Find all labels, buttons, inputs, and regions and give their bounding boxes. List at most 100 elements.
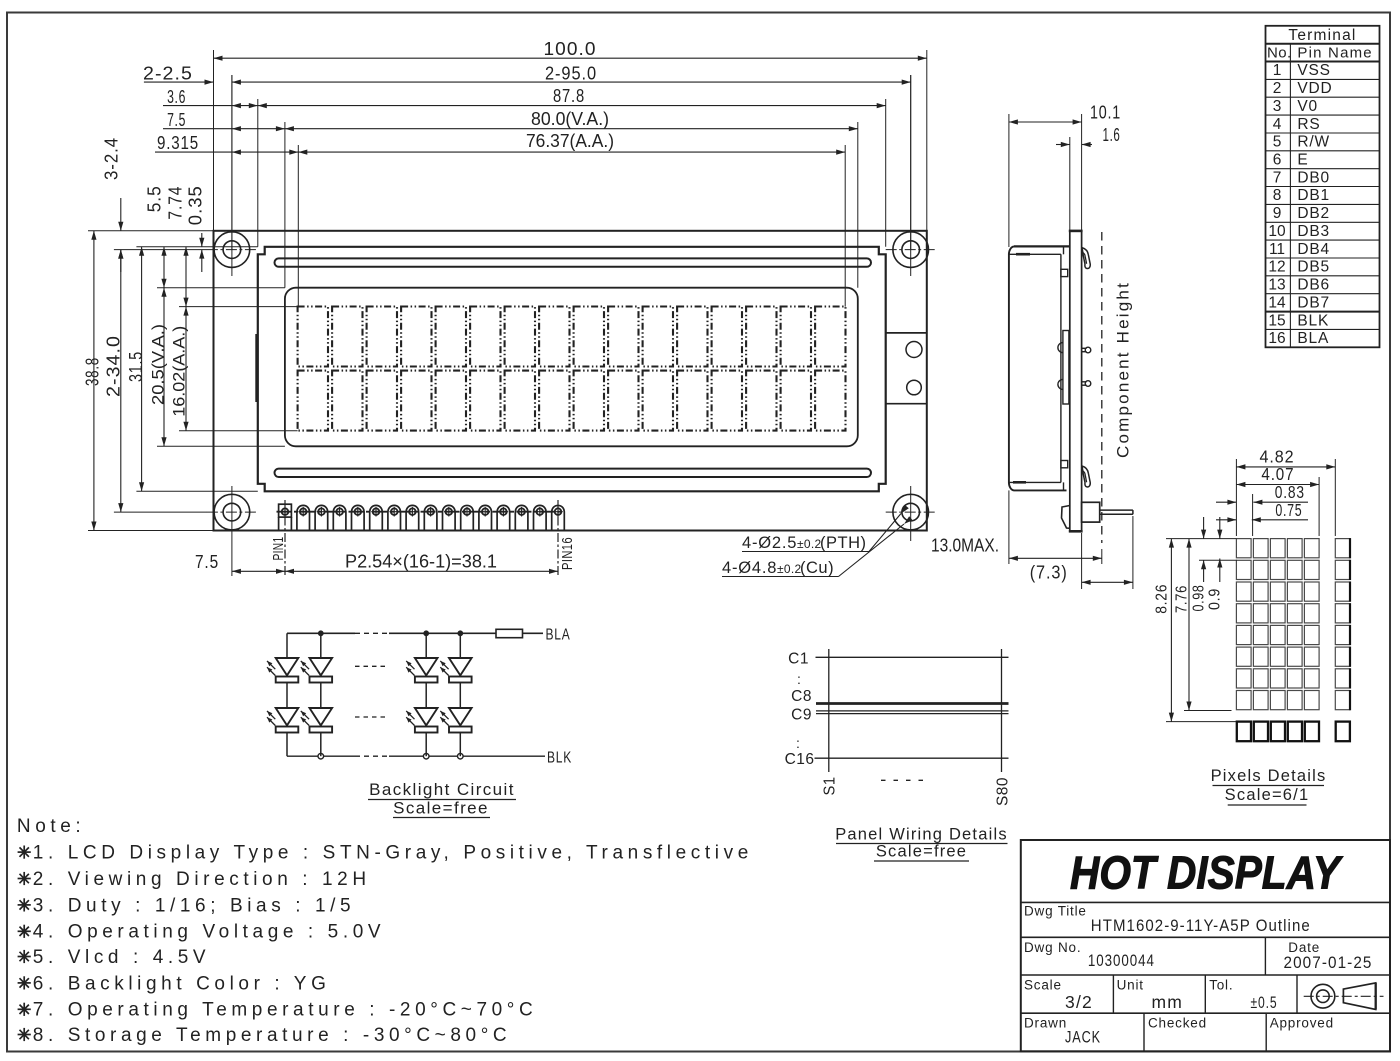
svg-text:C1: C1 <box>788 650 809 667</box>
svg-text:Pixels Details: Pixels Details <box>1211 767 1327 785</box>
svg-text:9: 9 <box>1273 205 1282 222</box>
svg-text:7. Operating Temperature : -20: 7. Operating Temperature : -20°C~70°C <box>33 1000 538 1021</box>
svg-text:31.5: 31.5 <box>126 351 146 382</box>
svg-text:DB0: DB0 <box>1297 169 1330 186</box>
svg-text:2007-01-25: 2007-01-25 <box>1284 953 1373 972</box>
svg-text::: : <box>796 735 801 751</box>
svg-text:Scale=6/1: Scale=6/1 <box>1225 786 1310 804</box>
svg-text:76.37(A.A.): 76.37(A.A.) <box>526 131 614 151</box>
svg-text::: : <box>797 671 802 687</box>
svg-text:BLA: BLA <box>1297 330 1329 347</box>
svg-text:No.: No. <box>1267 44 1292 61</box>
svg-text:16: 16 <box>1268 330 1285 347</box>
svg-text:Panel Wiring Details: Panel Wiring Details <box>835 826 1008 844</box>
svg-text:8.26: 8.26 <box>1154 584 1171 614</box>
svg-text:7: 7 <box>1273 169 1282 186</box>
svg-text:1. LCD Display Type : STN-Gray: 1. LCD Display Type : STN-Gray, Positive… <box>33 843 753 864</box>
svg-text:mm: mm <box>1152 992 1184 1012</box>
svg-text:7.74: 7.74 <box>166 186 186 220</box>
svg-text:C8: C8 <box>791 688 812 705</box>
svg-text:4: 4 <box>1273 116 1282 133</box>
svg-text:4-Ø4.8: 4-Ø4.8 <box>722 559 777 577</box>
svg-text:Scale=free: Scale=free <box>393 799 489 818</box>
svg-text:0.9: 0.9 <box>1207 588 1224 610</box>
svg-text:BLK: BLK <box>1297 312 1329 329</box>
svg-text:20.5(V.A.): 20.5(V.A.) <box>149 324 168 405</box>
svg-text:5.5: 5.5 <box>145 185 165 212</box>
svg-text:Checked: Checked <box>1148 1016 1207 1031</box>
svg-text:Dwg No.: Dwg No. <box>1024 940 1081 955</box>
svg-text:R/W: R/W <box>1297 134 1330 151</box>
svg-text:8: 8 <box>1273 187 1282 204</box>
svg-text:3: 3 <box>1273 98 1282 115</box>
svg-text:C16: C16 <box>785 751 815 768</box>
svg-text:3.6: 3.6 <box>167 87 186 107</box>
svg-text:9.315: 9.315 <box>157 133 199 153</box>
svg-text:Terminal: Terminal <box>1288 27 1356 44</box>
svg-text:3. Duty : 1/16; Bias : 1/5: 3. Duty : 1/16; Bias : 1/5 <box>33 895 355 916</box>
svg-text:PIN16: PIN16 <box>560 537 576 570</box>
svg-text:Component Height: Component Height <box>1114 281 1133 458</box>
svg-text:2. Viewing Direction : 12H: 2. Viewing Direction : 12H <box>33 869 371 890</box>
svg-text:C9: C9 <box>791 707 812 724</box>
svg-text:100.0: 100.0 <box>544 39 597 59</box>
svg-text:DB6: DB6 <box>1297 277 1330 294</box>
svg-text:7.5: 7.5 <box>195 552 219 572</box>
svg-text:11: 11 <box>1269 241 1285 258</box>
svg-text:E: E <box>1297 152 1308 169</box>
svg-text:87.8: 87.8 <box>553 86 585 106</box>
svg-text:7.5: 7.5 <box>167 110 186 130</box>
svg-text:VDD: VDD <box>1297 80 1332 97</box>
svg-text:0.35: 0.35 <box>186 185 206 225</box>
svg-text:8. Storage Temperature : -30°C: 8. Storage Temperature : -30°C~80°C <box>33 1025 511 1046</box>
svg-text:Scale: Scale <box>1024 978 1062 993</box>
svg-text:Approved: Approved <box>1270 1016 1334 1031</box>
svg-text:Drawn: Drawn <box>1024 1016 1067 1031</box>
svg-text:Scale=free: Scale=free <box>876 843 967 861</box>
svg-text:3/2: 3/2 <box>1065 992 1093 1012</box>
svg-text:4. Operating Voltage : 5.0V: 4. Operating Voltage : 5.0V <box>33 922 385 943</box>
svg-text:RS: RS <box>1297 116 1320 133</box>
svg-text:10.1: 10.1 <box>1090 103 1121 123</box>
svg-text:S1: S1 <box>822 777 839 796</box>
svg-text:0.98: 0.98 <box>1190 585 1207 612</box>
svg-text:(7.3): (7.3) <box>1030 563 1068 583</box>
svg-text:VSS: VSS <box>1297 62 1330 79</box>
svg-text:JACK: JACK <box>1065 1028 1101 1047</box>
svg-text:±0.2: ±0.2 <box>777 562 801 576</box>
svg-text:(Cu): (Cu) <box>800 559 834 577</box>
svg-text:4.07: 4.07 <box>1261 464 1294 484</box>
svg-text:Note:: Note: <box>17 816 85 837</box>
svg-text:7.76: 7.76 <box>1174 585 1191 613</box>
svg-text:0.83: 0.83 <box>1275 482 1305 502</box>
svg-text:6. Backlight Color : YG: 6. Backlight Color : YG <box>33 973 331 994</box>
svg-text:13: 13 <box>1268 277 1285 294</box>
svg-text:4-Ø2.5: 4-Ø2.5 <box>742 534 797 552</box>
svg-text:BLA: BLA <box>546 627 571 644</box>
svg-text:V0: V0 <box>1297 98 1318 115</box>
svg-text:P2.54×(16-1)=38.1: P2.54×(16-1)=38.1 <box>345 552 497 572</box>
svg-text:2: 2 <box>1273 80 1282 97</box>
svg-text:38.8: 38.8 <box>83 357 103 386</box>
svg-text:Dwg Title: Dwg Title <box>1024 904 1087 919</box>
svg-text:10: 10 <box>1268 223 1286 240</box>
svg-text:Pin Name: Pin Name <box>1297 44 1372 61</box>
svg-text:13.0MAX.: 13.0MAX. <box>931 536 999 556</box>
svg-text:2-2.5: 2-2.5 <box>143 63 193 83</box>
svg-text:DB3: DB3 <box>1297 223 1330 240</box>
svg-text:1: 1 <box>1273 62 1282 79</box>
svg-text:Unit: Unit <box>1117 978 1144 993</box>
svg-text:(PTH): (PTH) <box>820 534 867 552</box>
svg-text:HTM1602-9-11Y-A5P Outline: HTM1602-9-11Y-A5P Outline <box>1091 916 1311 935</box>
svg-text:5: 5 <box>1273 134 1282 151</box>
svg-text:HOT DISPLAY: HOT DISPLAY <box>1070 847 1344 899</box>
svg-text:14: 14 <box>1268 294 1286 311</box>
svg-text:Tol.: Tol. <box>1209 978 1233 993</box>
svg-text:S80: S80 <box>995 777 1012 806</box>
svg-text:3-2.4: 3-2.4 <box>102 137 122 180</box>
svg-text:6: 6 <box>1273 152 1282 169</box>
svg-text:1.6: 1.6 <box>1103 125 1121 145</box>
svg-text:4.82: 4.82 <box>1260 447 1295 467</box>
svg-text:DB5: DB5 <box>1297 259 1330 276</box>
svg-text:15: 15 <box>1268 312 1285 329</box>
